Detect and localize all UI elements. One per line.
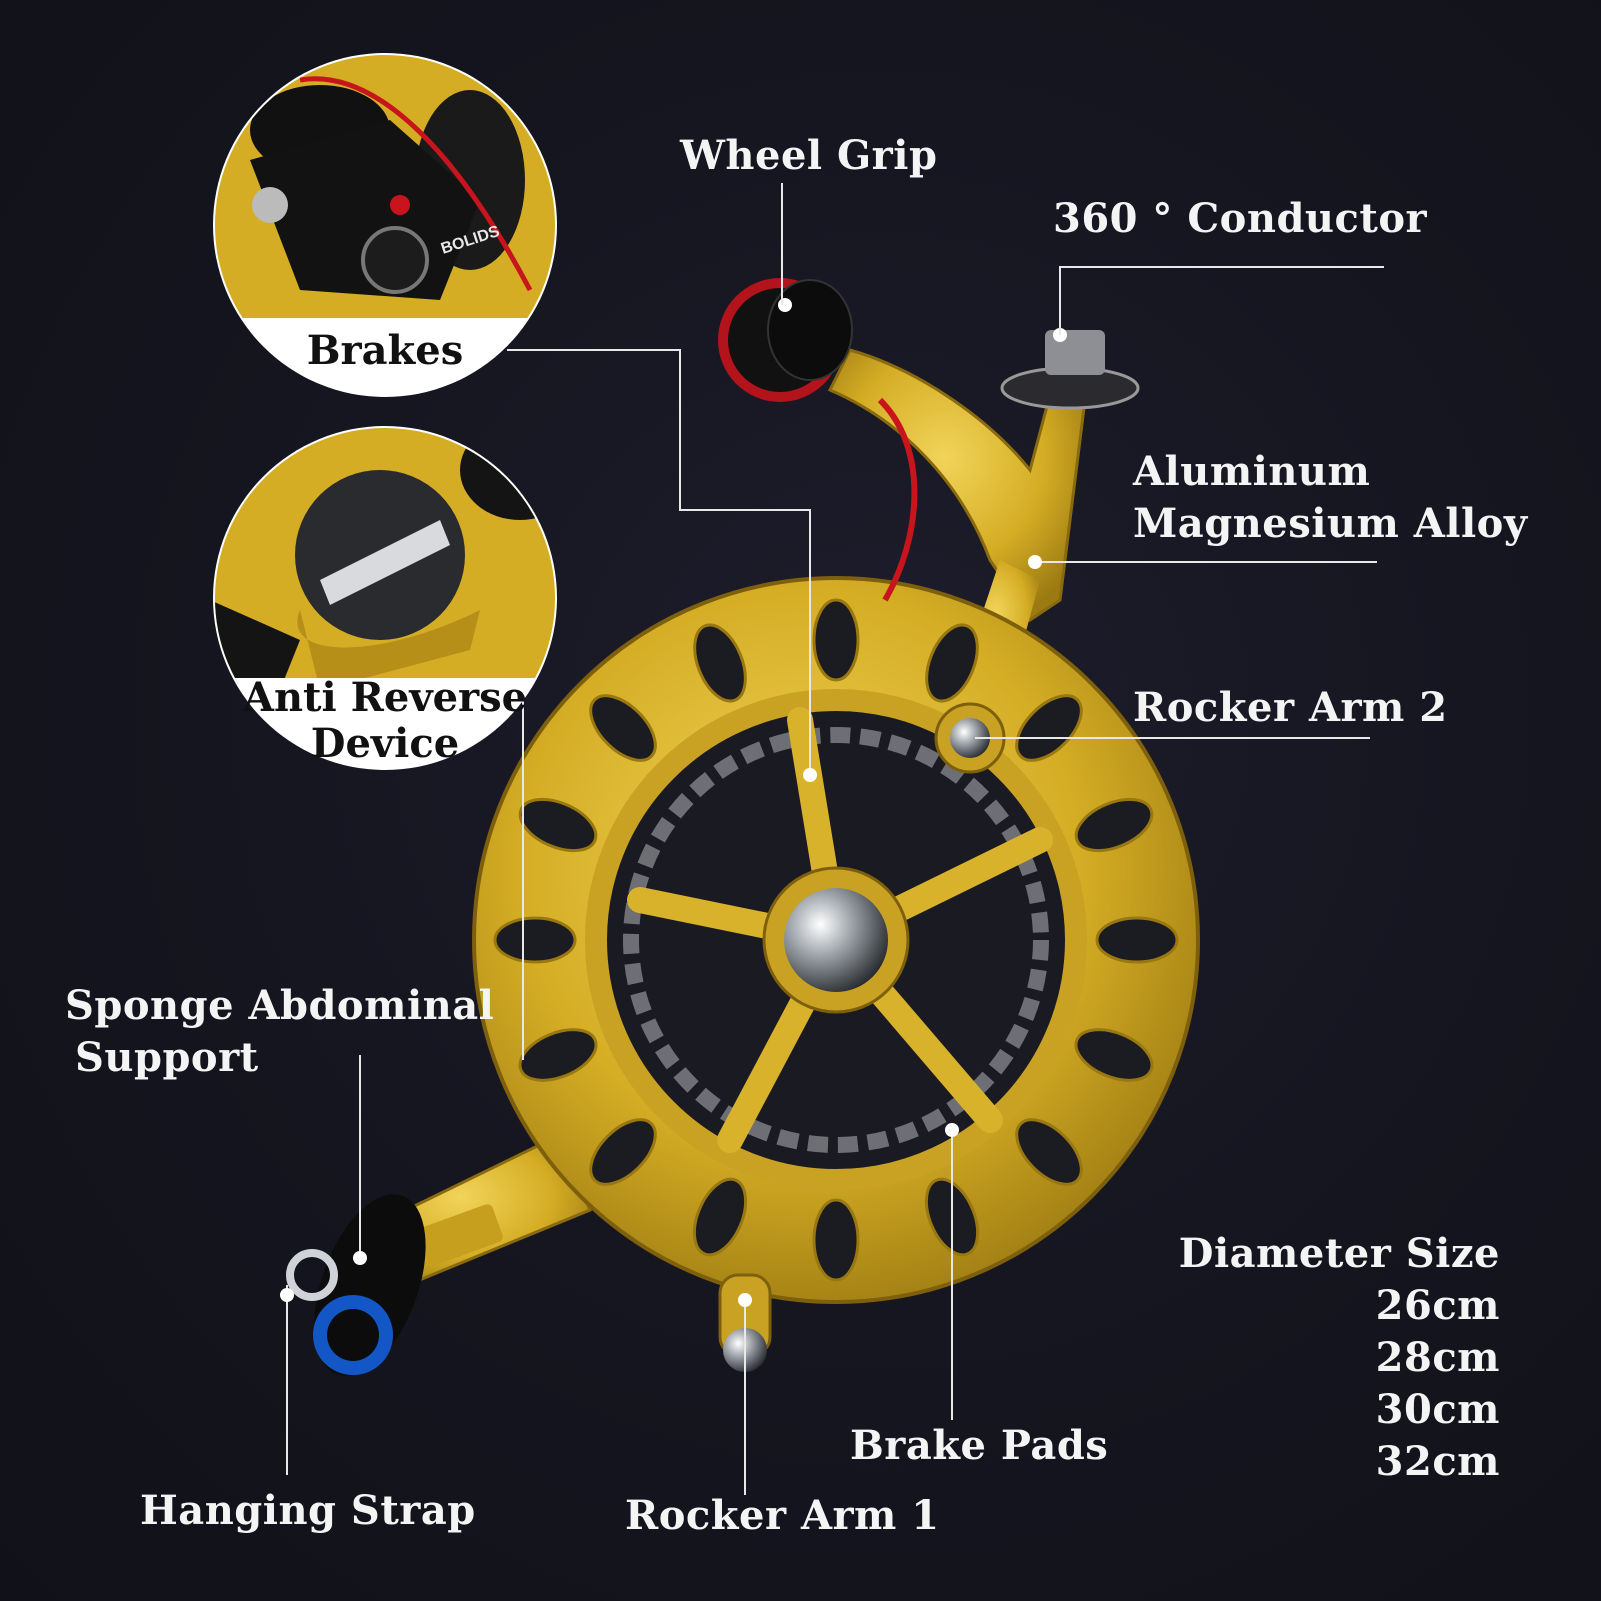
alloy-label-line1: Aluminum [1133,448,1371,495]
anti-reverse-label-line1: Anti Reverse [242,674,528,721]
reel-wheel [472,576,1200,1304]
diameter-size-block: Diameter Size 26cm 28cm 30cm 32cm [1150,1228,1500,1488]
alloy-label: Aluminum Magnesium Alloy [1133,446,1528,550]
anti-reverse-label: Anti Reverse Device [240,675,530,767]
conductor [1000,328,1140,410]
brakes-label: Brakes [306,327,464,374]
anti-reverse-label-line2: Device [310,720,460,767]
rocker-arm-2-knob [934,702,1006,774]
wheel-grip-label: Wheel Grip [680,132,938,179]
rocker-arm-1-label: Rocker Arm 1 [625,1492,940,1539]
brakes-inset: BOLIDS [213,53,557,397]
conductor-label: 360 ° Conductor [1053,195,1428,242]
sponge-support [286,1194,426,1376]
diameter-size-26: 26cm [1375,1282,1500,1329]
diameter-title: Diameter Size [1178,1230,1500,1277]
diameter-size-32: 32cm [1375,1438,1500,1485]
alloy-label-line2: Magnesium Alloy [1133,500,1528,547]
wheel-grip [718,278,853,402]
leader-dots [280,555,1042,1307]
rocker-arm-2-label: Rocker Arm 2 [1133,684,1448,731]
sponge-support-label: Sponge Abdominal Support [65,980,494,1084]
diameter-size-28: 28cm [1375,1334,1500,1381]
sponge-support-label-line2: Support [75,1034,259,1081]
leader-lines [286,183,1384,1495]
diameter-size-30: 30cm [1375,1386,1500,1433]
brake-cable [877,397,918,602]
sponge-support-label-line1: Sponge Abdominal [65,982,495,1029]
hanging-strap-label: Hanging Strap [140,1487,476,1534]
brake-pads-label: Brake Pads [850,1422,1109,1469]
